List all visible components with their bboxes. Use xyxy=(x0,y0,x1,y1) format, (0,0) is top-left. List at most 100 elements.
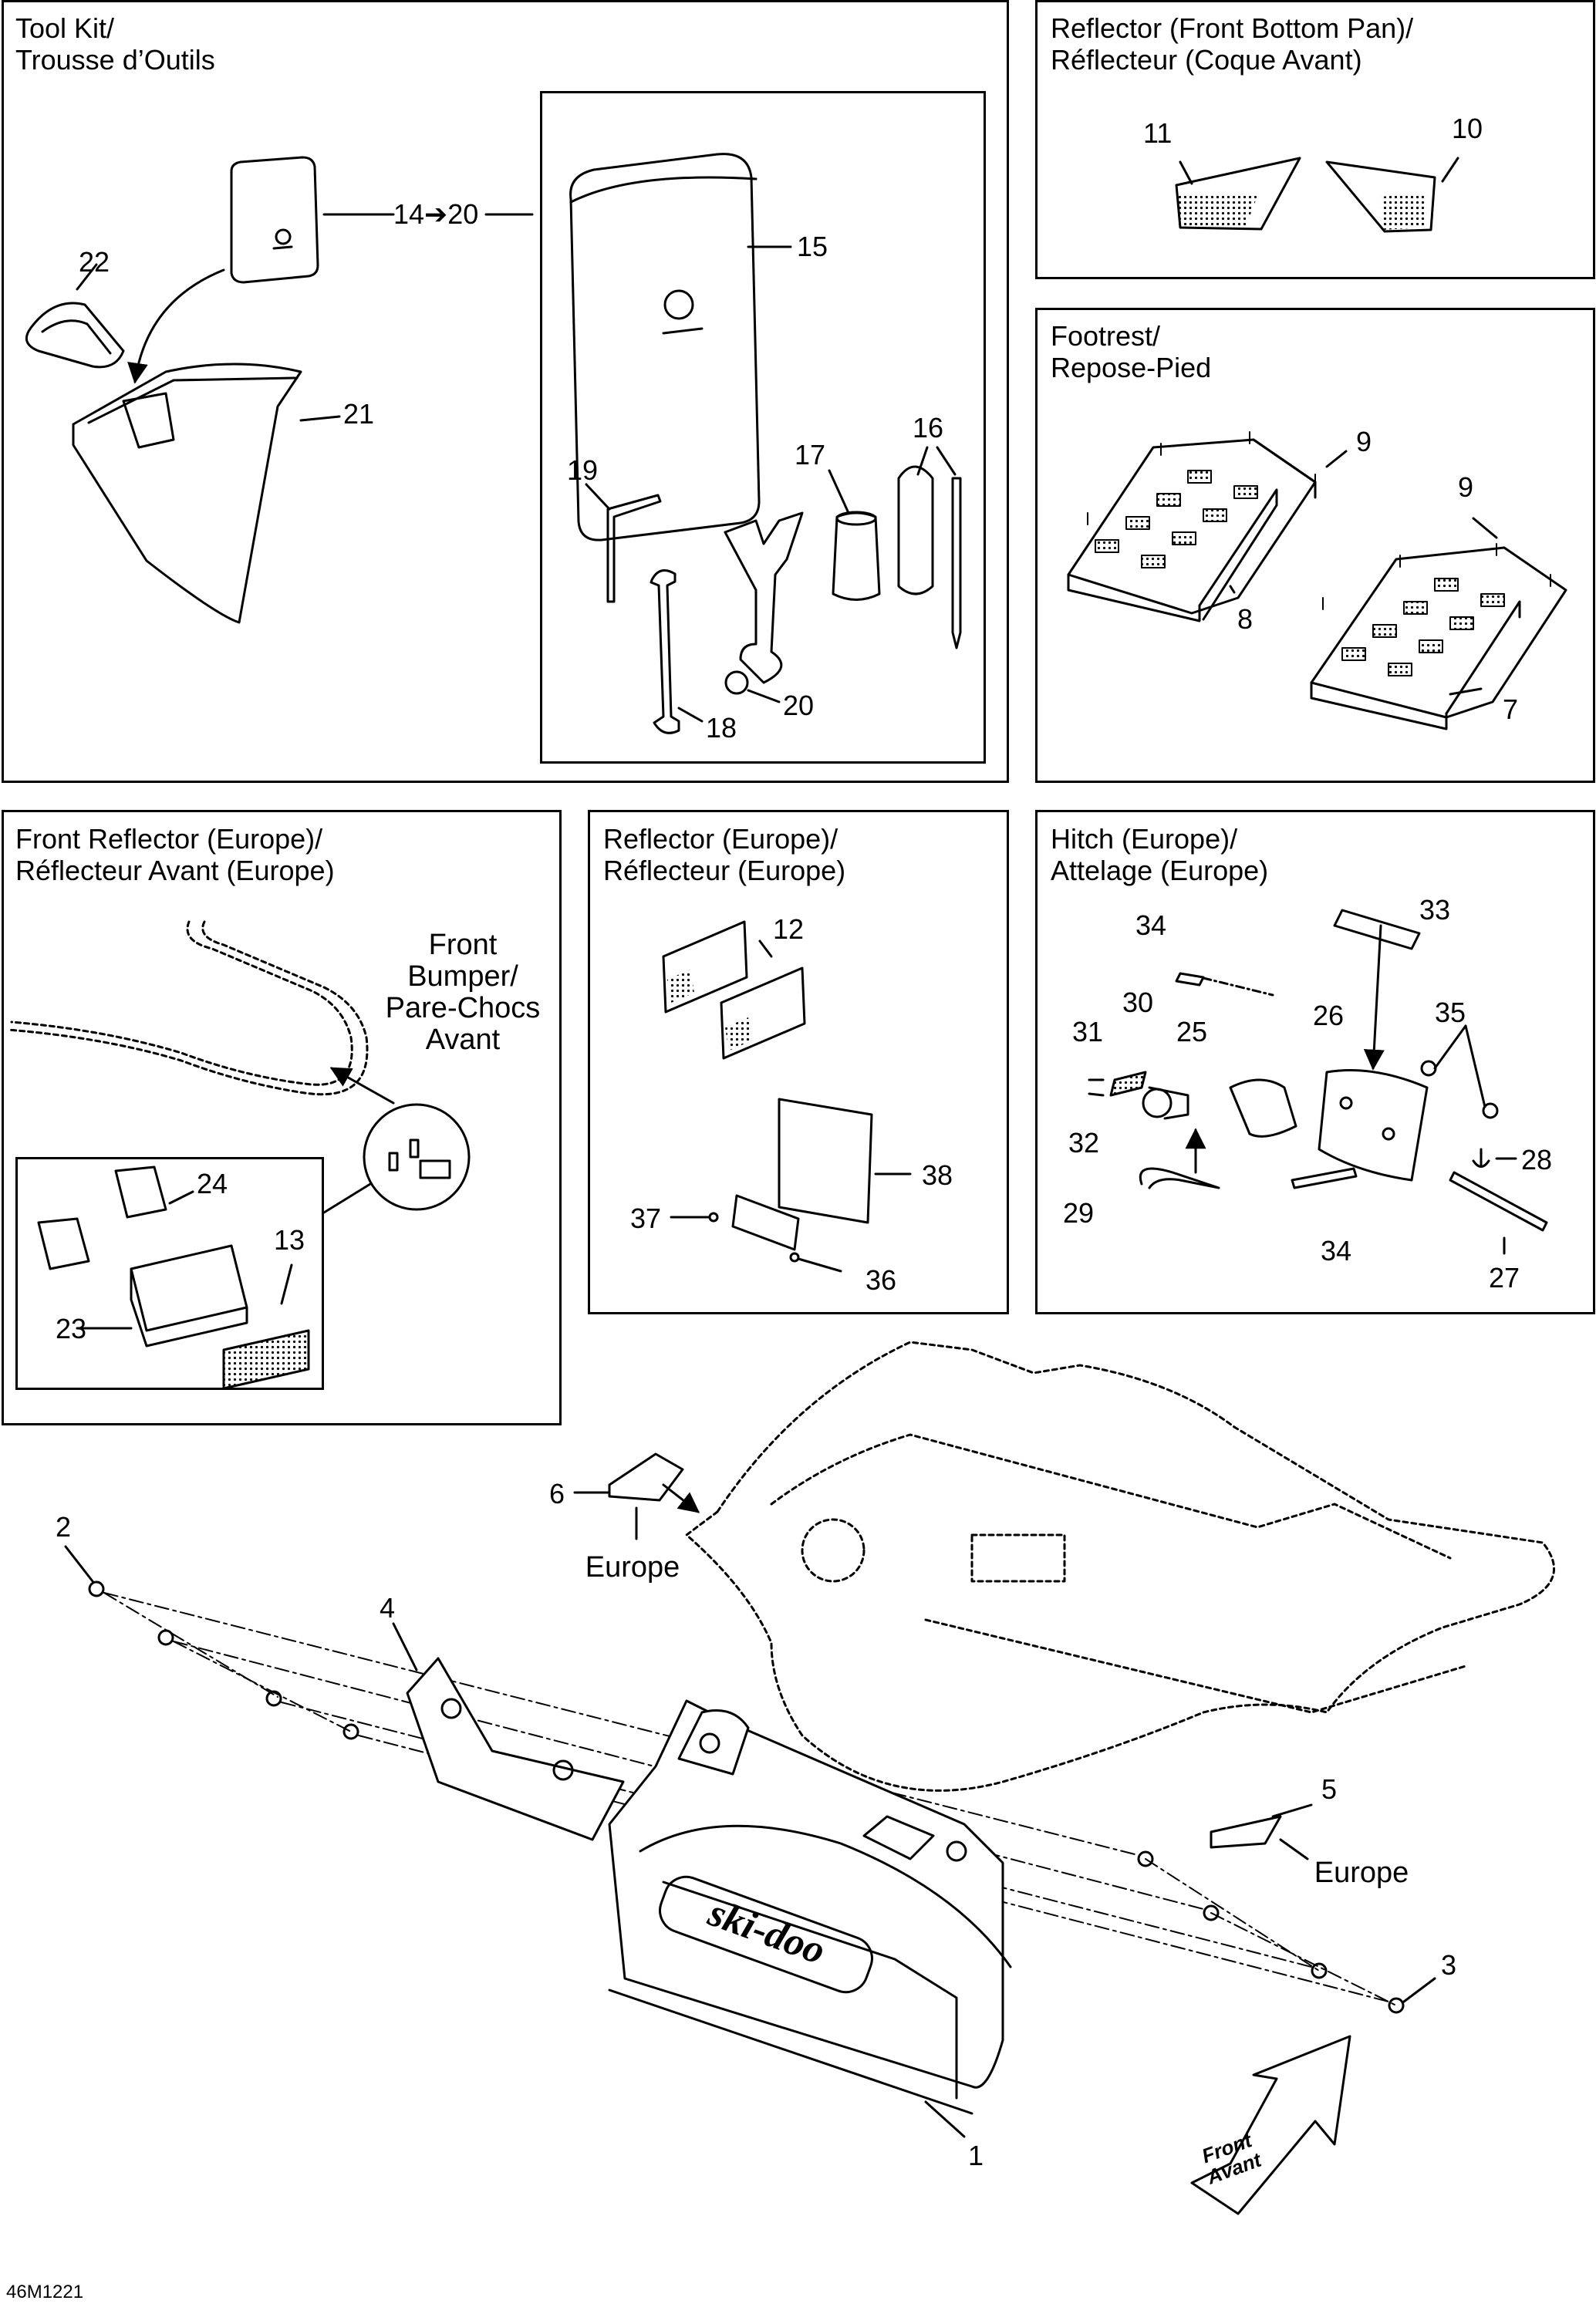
reflector-13 xyxy=(224,1331,309,1388)
pin-34a xyxy=(1176,973,1203,985)
front-bumper-1 xyxy=(609,1701,1003,2087)
callout-22: 22 xyxy=(79,246,110,278)
callout-2: 2 xyxy=(56,1511,72,1543)
bracket-24a xyxy=(39,1219,89,1269)
callout-12: 12 xyxy=(773,913,805,945)
panel-title-front-reflector-europe: Front Reflector (Europe)/ Réflecteur Ava… xyxy=(15,823,335,886)
footrest-8 xyxy=(1068,440,1315,613)
socket-17 xyxy=(833,513,879,600)
tool-pouch-large xyxy=(571,154,759,541)
panel-title-hitch-europe: Hitch (Europe)/ Attelage (Europe) xyxy=(1051,823,1269,886)
bracket-21 xyxy=(73,364,301,622)
europe-label-a: Europe xyxy=(585,1551,680,1584)
hitch-bracket-26 xyxy=(1319,1071,1427,1181)
bracket-24b xyxy=(116,1167,166,1217)
panel-footrest xyxy=(1035,308,1595,783)
callout-25: 25 xyxy=(1176,1016,1208,1047)
reflector-front-bottom-pan-drawing xyxy=(1176,158,1458,231)
callout-27: 27 xyxy=(1489,1262,1520,1294)
panel-reflector-front-bottom-pan xyxy=(1035,0,1595,279)
screwdriver-16 xyxy=(899,467,933,594)
front-bumper xyxy=(12,922,352,1084)
callout-1: 1 xyxy=(968,2140,984,2171)
front-reflector-europe-drawing xyxy=(8,922,469,1388)
panel-title-tool-kit: Tool Kit/ Trousse d’Outils xyxy=(15,12,215,76)
callout-30: 30 xyxy=(1122,987,1154,1018)
panel-hitch-europe xyxy=(1035,810,1595,1314)
chassis-logo xyxy=(802,1520,864,1581)
callout-5: 5 xyxy=(1321,1773,1338,1805)
reflector-housing-23 xyxy=(131,1246,247,1331)
callout-32: 32 xyxy=(1068,1127,1100,1159)
shaft-27 xyxy=(1450,1172,1547,1230)
diagram-code: 46M1221 xyxy=(6,2282,84,2302)
spark-plug-tool-20 xyxy=(725,513,802,683)
tool-pouch-small xyxy=(231,157,318,282)
panel-tool-kit-inner xyxy=(540,91,986,764)
callout-16: 16 xyxy=(913,412,944,444)
callout-33: 33 xyxy=(1419,894,1451,926)
hitch-pin-29 xyxy=(1140,1169,1219,1188)
callout-17: 17 xyxy=(795,439,826,471)
callout-15: 15 xyxy=(797,231,828,262)
callout-11: 11 xyxy=(1143,117,1173,149)
callout-31: 31 xyxy=(1072,1016,1104,1047)
panel-reflector-europe xyxy=(588,810,1009,1314)
callout-37: 37 xyxy=(630,1203,662,1234)
wrench-18 xyxy=(651,571,679,734)
callout-26: 26 xyxy=(1313,1000,1345,1031)
callout-34a: 34 xyxy=(1135,909,1167,941)
panel-front-reflector-inset xyxy=(15,1157,324,1390)
main-assembly-drawing xyxy=(66,1342,1554,2214)
callout-4: 4 xyxy=(380,1592,396,1624)
panel-tool-kit xyxy=(2,0,1009,783)
callout-8: 8 xyxy=(1237,603,1254,635)
tool-kit-drawing xyxy=(26,154,960,734)
front-arrow xyxy=(1192,2036,1350,2214)
front-bumper-label: Front Bumper/ Pare-Chocs Avant xyxy=(385,929,541,1056)
panel-title-reflector-front-bottom-pan: Reflector (Front Bottom Pan)/ Réflecteur… xyxy=(1051,12,1414,76)
panel-front-reflector-europe xyxy=(2,810,562,1425)
hitch-25 xyxy=(1230,1080,1296,1136)
panel-title-footrest: Footrest/ Repose-Pied xyxy=(1051,320,1212,383)
plate-33 xyxy=(1334,910,1419,949)
detail-circle xyxy=(364,1105,469,1209)
reflector-36 xyxy=(733,1196,798,1250)
reflector-europe-drawing xyxy=(663,922,910,1271)
footrest-drawing xyxy=(1068,432,1566,729)
hitch-europe-drawing xyxy=(1089,910,1547,1253)
callout-21: 21 xyxy=(343,398,375,430)
reflector-6 xyxy=(609,1454,683,1500)
callout-20: 20 xyxy=(783,690,815,721)
callout-10: 10 xyxy=(1452,113,1483,144)
callout-7: 7 xyxy=(1503,693,1519,725)
callout-14-20: 14➔20 xyxy=(393,198,479,230)
reflector-5 xyxy=(1211,1816,1281,1847)
callout-34b: 34 xyxy=(1321,1235,1352,1267)
callout-9a: 9 xyxy=(1356,426,1372,457)
callout-23: 23 xyxy=(56,1313,87,1344)
footrest-7 xyxy=(1311,548,1566,717)
callout-36: 36 xyxy=(865,1264,897,1296)
clip-22 xyxy=(26,303,123,367)
panel-title-reflector-europe: Reflector (Europe)/ Réflecteur (Europe) xyxy=(603,823,846,886)
callout-6: 6 xyxy=(549,1478,565,1509)
chassis xyxy=(687,1342,1554,1790)
callout-24: 24 xyxy=(197,1168,228,1199)
callout-9b: 9 xyxy=(1458,471,1474,503)
plate-38 xyxy=(779,1099,872,1223)
callout-18: 18 xyxy=(706,712,737,744)
pin-32 xyxy=(1143,1089,1171,1117)
europe-label-b: Europe xyxy=(1314,1857,1409,1889)
callout-19: 19 xyxy=(567,454,599,486)
callout-35: 35 xyxy=(1435,997,1466,1028)
bolt-34b xyxy=(1292,1169,1356,1188)
callout-29: 29 xyxy=(1063,1197,1095,1229)
callout-3: 3 xyxy=(1441,1949,1457,1981)
anchor-28 xyxy=(1473,1149,1489,1167)
allen-key-19 xyxy=(608,495,660,602)
bracket-4 xyxy=(407,1658,623,1840)
spring-30 xyxy=(1111,1072,1146,1095)
callout-38: 38 xyxy=(922,1159,953,1191)
